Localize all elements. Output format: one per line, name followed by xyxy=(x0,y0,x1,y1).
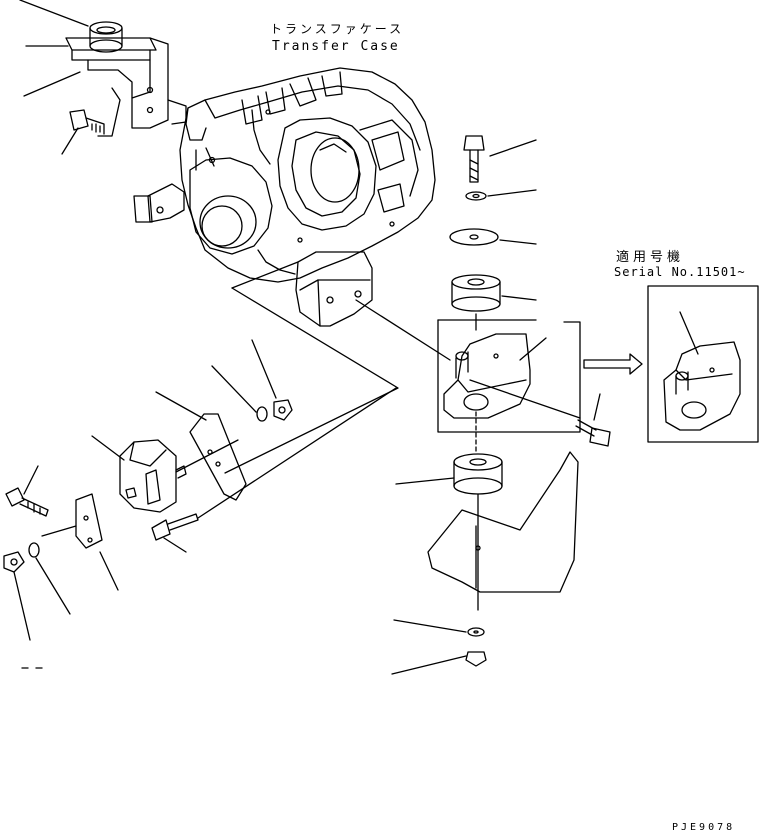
bracket-frame xyxy=(437,319,611,455)
transfer-case-label-jp: トランスファケース xyxy=(270,22,405,36)
detail-arrow xyxy=(583,353,643,375)
right-stack-parts xyxy=(449,135,537,331)
drawing-code: PJE9078 xyxy=(672,822,736,833)
lower-left-assembly xyxy=(3,339,397,669)
detail-inset xyxy=(647,285,759,443)
top-left-mount-group xyxy=(19,0,187,155)
transfer-case-body xyxy=(133,67,451,474)
serial-label-jp: 適用号機 xyxy=(616,250,685,265)
serial-label-en: Serial No.11501~ xyxy=(614,265,746,279)
transfer-case-label-en: Transfer Case xyxy=(272,39,400,54)
lower-right-mount xyxy=(391,451,579,675)
